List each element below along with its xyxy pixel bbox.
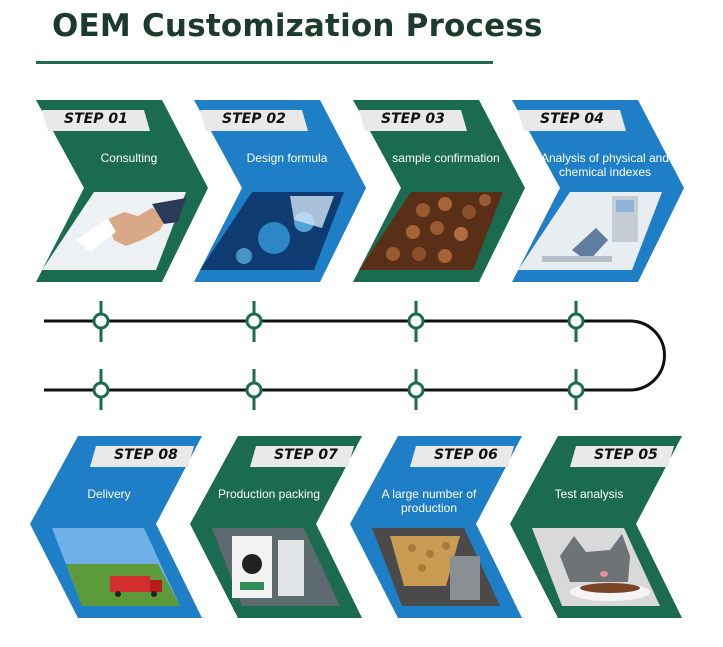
step-description: Design formula	[246, 151, 328, 165]
timeline-node	[407, 369, 425, 410]
pet-food-kibble-image	[359, 192, 503, 270]
timeline-node	[567, 301, 585, 342]
lab-analysis-image	[518, 192, 662, 270]
step-01-card: STEP 01 Consulting	[36, 100, 208, 282]
page-title: OEM Customization Process	[52, 8, 543, 44]
step-description: Delivery	[87, 487, 131, 501]
step-description: sample confirmation	[392, 151, 500, 165]
step-description: Test analysis	[554, 487, 624, 501]
step-label: STEP 07	[274, 447, 338, 463]
step-06-card: STEP 06 A large number of production	[350, 436, 522, 618]
step-label: STEP 05	[594, 447, 658, 463]
timeline-node	[245, 369, 263, 410]
step-05-card: STEP 05 Test analysis	[510, 436, 682, 618]
timeline-node	[407, 301, 425, 342]
cat-eating-image	[532, 528, 660, 606]
step-05-chevron	[510, 436, 682, 618]
step-08-chevron	[30, 436, 202, 618]
packaging-bags-image	[212, 528, 340, 606]
step-02-card: STEP 02 Design formula	[194, 100, 366, 282]
timeline-node	[92, 369, 110, 410]
step-01-chevron	[36, 100, 208, 282]
step-04-card: STEP 04 Analysis of physical and chemica…	[512, 100, 684, 282]
process-timeline	[44, 301, 666, 410]
step-label: STEP 03	[381, 111, 445, 127]
timeline-node	[245, 301, 263, 342]
step-08-card: STEP 08 Delivery	[30, 436, 202, 618]
step-04-chevron	[512, 100, 684, 282]
step-label: STEP 01	[64, 111, 128, 127]
step-label: STEP 06	[434, 447, 498, 463]
step-06-chevron	[350, 436, 522, 618]
production-machine-image	[372, 528, 500, 606]
step-description: Consulting	[100, 151, 158, 165]
step-description: Production packing	[217, 487, 321, 501]
step-description: Analysis of physical and chemical indexe…	[540, 151, 670, 179]
step-label: STEP 04	[540, 111, 604, 127]
timeline-node	[567, 369, 585, 410]
timeline-node	[92, 301, 110, 342]
delivery-truck-image	[52, 528, 180, 606]
step-description: A large number of production	[381, 487, 477, 515]
step-02-chevron	[194, 100, 366, 282]
laboratory-image	[200, 192, 344, 270]
step-03-card: STEP 03 sample confirmation	[353, 100, 525, 282]
step-label: STEP 02	[222, 111, 286, 127]
step-03-chevron	[353, 100, 525, 282]
step-label: STEP 08	[114, 447, 178, 463]
step-07-card: STEP 07 Production packing	[190, 436, 362, 618]
step-07-chevron	[190, 436, 362, 618]
handshake-image	[42, 192, 186, 270]
title-underline	[36, 61, 493, 64]
